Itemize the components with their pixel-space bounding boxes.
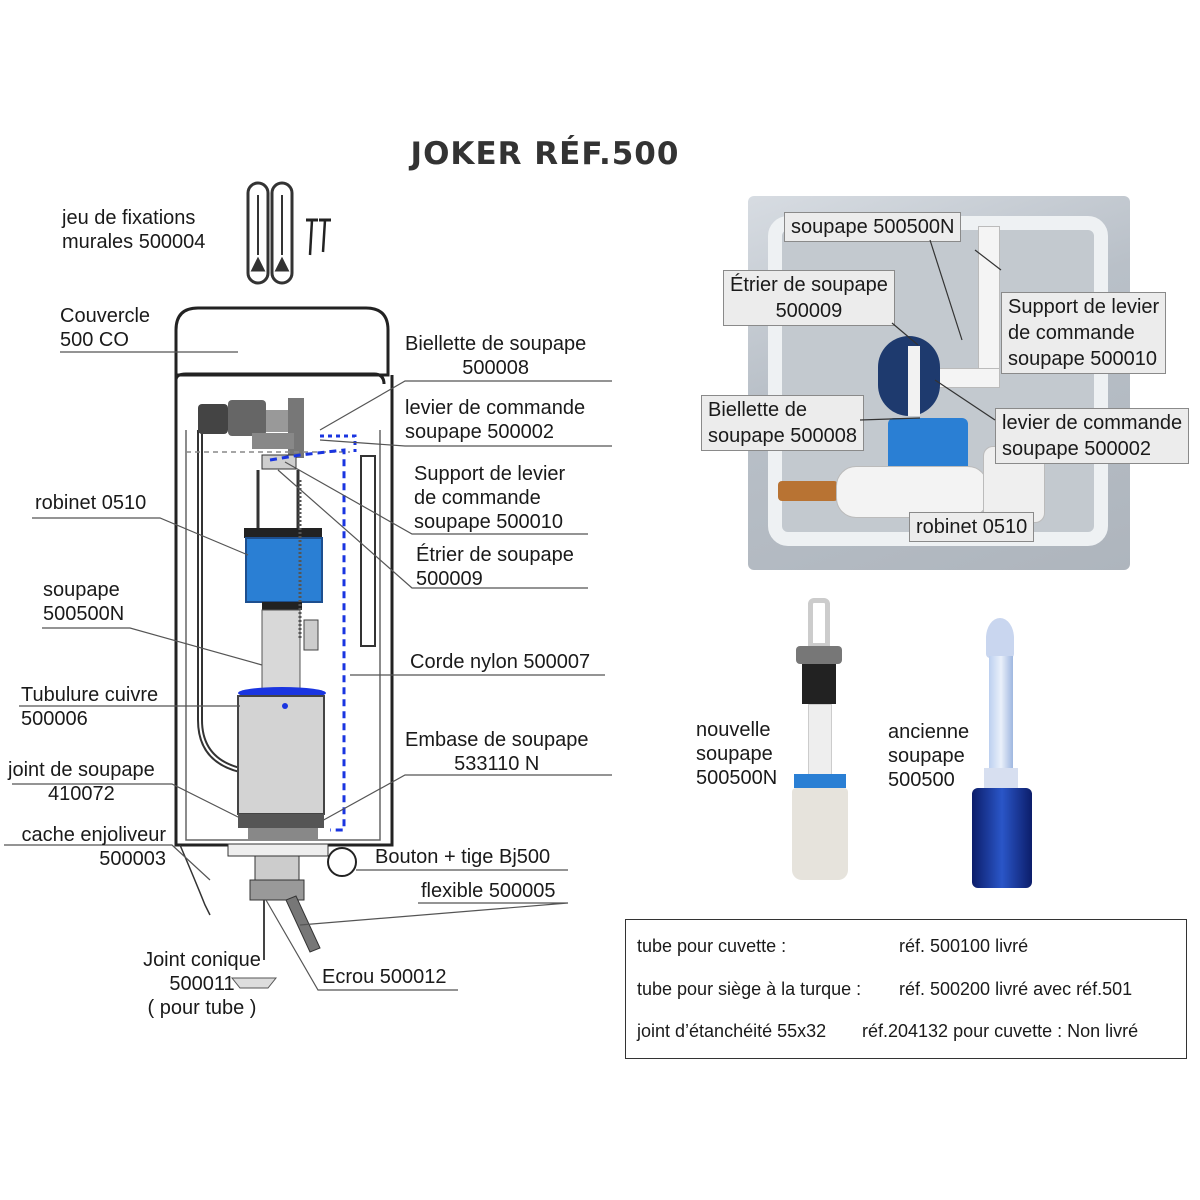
- new-valve-photo: [790, 598, 850, 883]
- info-row-value: réf. 500200 livré avec réf.501: [899, 979, 1133, 999]
- page-title: JOKER RÉF.500: [410, 136, 680, 172]
- info-row-label: tube pour cuvette :: [637, 936, 787, 956]
- flexible-label: flexible 500005: [421, 880, 556, 902]
- bottom-parts: [227, 843, 357, 960]
- old-valve-photo: [972, 618, 1032, 890]
- info-row-value: réf. 500100 livré: [899, 936, 1029, 956]
- nylon-cord: [269, 448, 346, 832]
- info-row-label: joint d’étanchéité 55x32: [637, 1021, 827, 1041]
- leader-lines: [4, 351, 612, 991]
- photo-tag-robinet: robinet 0510: [909, 512, 1035, 542]
- ecrou-label: Ecrou 500012: [322, 966, 447, 988]
- flush-valve: [237, 454, 326, 840]
- screw-icon: [306, 218, 331, 256]
- info-row-value: réf.204132 pour cuvette : Non livré: [862, 1021, 1139, 1041]
- corde-label: Corde nylon 500007: [410, 651, 591, 673]
- copper-tube: [197, 430, 241, 773]
- info-row-label: tube pour siège à la turque :: [637, 979, 862, 999]
- photo-tag-soupape: soupape 500500N: [784, 212, 962, 242]
- bouton-label: Bouton + tige Bj500: [375, 846, 551, 868]
- wall-bracket-icon: [246, 181, 294, 285]
- fill-valve: [198, 398, 304, 458]
- info-box: tube pour cuvette : réf. 500100 livré tu…: [625, 919, 1187, 1059]
- robinet-label: robinet 0510: [35, 492, 147, 514]
